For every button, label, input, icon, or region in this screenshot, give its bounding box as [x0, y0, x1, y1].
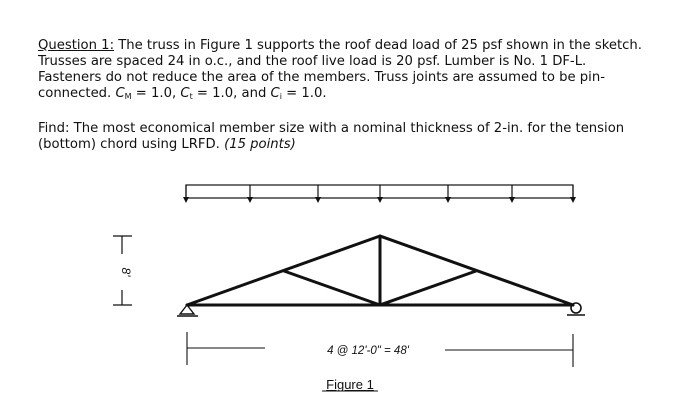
find-paragraph: Find: The most economical member size wi…	[38, 121, 678, 153]
height-label: 8'	[119, 268, 133, 278]
span-label: 4 @ 12'-0" = 48'	[327, 345, 410, 357]
ci-letter: C	[270, 86, 280, 101]
load-arrowhead	[445, 197, 451, 203]
truss	[185, 234, 575, 307]
points-label: (15 points)	[224, 137, 296, 152]
load-arrowhead	[183, 197, 189, 203]
left-web-upper	[283, 235, 381, 272]
right-web	[378, 269, 478, 307]
ct-subscript: t	[189, 92, 193, 101]
load-arrowhead	[247, 197, 253, 203]
ci-subscript: i	[279, 92, 282, 101]
ct-value: = 1.0, and	[192, 86, 271, 101]
question-label: Question 1:	[38, 38, 115, 53]
span-dimension	[186, 332, 574, 367]
pin-support	[177, 303, 198, 317]
find-line2: (bottom) chord using LRFD.	[38, 137, 225, 152]
ct-letter: C	[180, 86, 190, 101]
load-arrowhead	[570, 197, 576, 203]
cm-value: = 1.0,	[131, 86, 181, 101]
cm-subscript: M	[124, 92, 132, 101]
find-line1: Find: The most economical member size wi…	[38, 121, 625, 136]
roller-support	[567, 302, 585, 316]
cm-letter: C	[115, 86, 125, 101]
load-arrowhead	[509, 197, 515, 203]
height-dimension	[113, 235, 132, 306]
question-line1: The truss in Figure 1 supports the roof …	[114, 38, 642, 53]
pin-triangle	[178, 303, 196, 315]
load-arrowhead	[315, 197, 321, 203]
figure-caption: Figure 1	[326, 377, 374, 392]
right-web-upper	[379, 235, 477, 272]
roller-circle	[570, 302, 582, 314]
load-arrowhead	[377, 197, 383, 203]
question-line4: connected.	[38, 86, 116, 101]
question-line2: Trusses are spaced 24 in o.c., and the r…	[38, 54, 587, 69]
ci-value: = 1.0.	[281, 86, 327, 101]
question-paragraph: Question 1: The truss in Figure 1 suppor…	[38, 38, 678, 105]
left-web	[282, 269, 382, 307]
question-line3: Fasteners do not reduce the area of the …	[38, 70, 605, 85]
